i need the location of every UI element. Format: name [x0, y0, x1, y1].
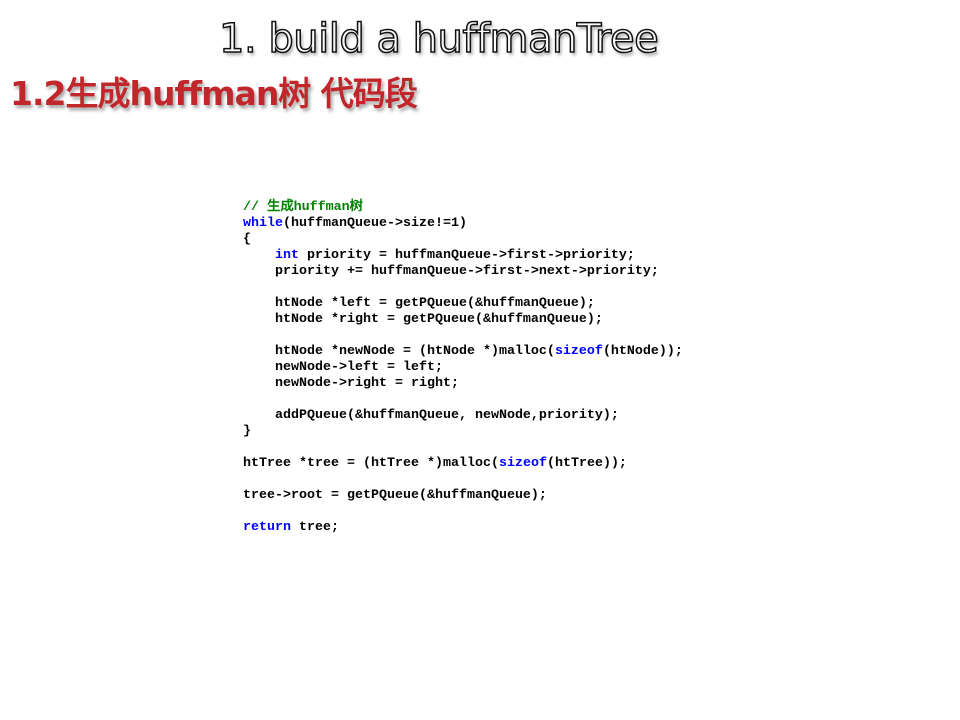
- code-text: htTree *tree = (htTree *)malloc(: [243, 456, 499, 471]
- code-line: int priority = huffmanQueue->first->prio…: [243, 248, 683, 264]
- code-text: tree->root = getPQueue(&huffmanQueue);: [243, 488, 547, 503]
- code-keyword: sizeof: [498, 456, 547, 471]
- code-comment: // 生成huffman树: [243, 200, 363, 215]
- code-line: tree->root = getPQueue(&huffmanQueue);: [243, 488, 683, 504]
- code-line: [243, 440, 683, 456]
- code-text: newNode->right = right;: [243, 376, 459, 391]
- code-keyword: return: [243, 520, 291, 535]
- code-line: htNode *newNode = (htNode *)malloc(sizeo…: [243, 344, 683, 360]
- code-line: [243, 328, 683, 344]
- code-line: htNode *left = getPQueue(&huffmanQueue);: [243, 296, 683, 312]
- code-line: [243, 392, 683, 408]
- code-text: newNode->left = left;: [243, 360, 443, 375]
- code-text: {: [243, 232, 251, 247]
- code-line: }: [243, 424, 683, 440]
- code-text: (htNode));: [602, 344, 683, 359]
- code-line: return tree;: [243, 520, 683, 536]
- code-line: [243, 504, 683, 520]
- code-line: [243, 472, 683, 488]
- code-text: priority += huffmanQueue->first->next->p…: [243, 264, 659, 279]
- code-line: priority += huffmanQueue->first->next->p…: [243, 264, 683, 280]
- code-text: [243, 248, 275, 263]
- code-keyword: while: [243, 216, 283, 231]
- code-text: htNode *left = getPQueue(&huffmanQueue);: [243, 296, 595, 311]
- code-line: {: [243, 232, 683, 248]
- code-line: htNode *right = getPQueue(&huffmanQueue)…: [243, 312, 683, 328]
- code-line: newNode->right = right;: [243, 376, 683, 392]
- code-keyword: sizeof: [554, 344, 603, 359]
- code-text: htNode *newNode = (htNode *)malloc(: [243, 344, 555, 359]
- slide-title: 1. build a huffmanTree: [218, 15, 659, 63]
- code-text: addPQueue(&huffmanQueue, newNode,priorit…: [243, 408, 619, 423]
- code-line: newNode->left = left;: [243, 360, 683, 376]
- slide-subtitle: 1.2生成huffman树 代码段: [10, 74, 418, 113]
- code-text: priority = huffmanQueue->first->priority…: [299, 248, 635, 263]
- code-line: htTree *tree = (htTree *)malloc(sizeof(h…: [243, 456, 683, 472]
- code-line: [243, 280, 683, 296]
- code-line: while(huffmanQueue->size!=1): [243, 216, 683, 232]
- code-line: // 生成huffman树: [243, 200, 683, 216]
- code-text: tree;: [291, 520, 339, 535]
- code-line: addPQueue(&huffmanQueue, newNode,priorit…: [243, 408, 683, 424]
- code-text: htNode *right = getPQueue(&huffmanQueue)…: [243, 312, 603, 327]
- code-text: (htTree));: [546, 456, 627, 471]
- code-text: (huffmanQueue->size!=1): [283, 216, 467, 231]
- code-text: }: [243, 424, 251, 439]
- code-keyword: int: [275, 248, 299, 263]
